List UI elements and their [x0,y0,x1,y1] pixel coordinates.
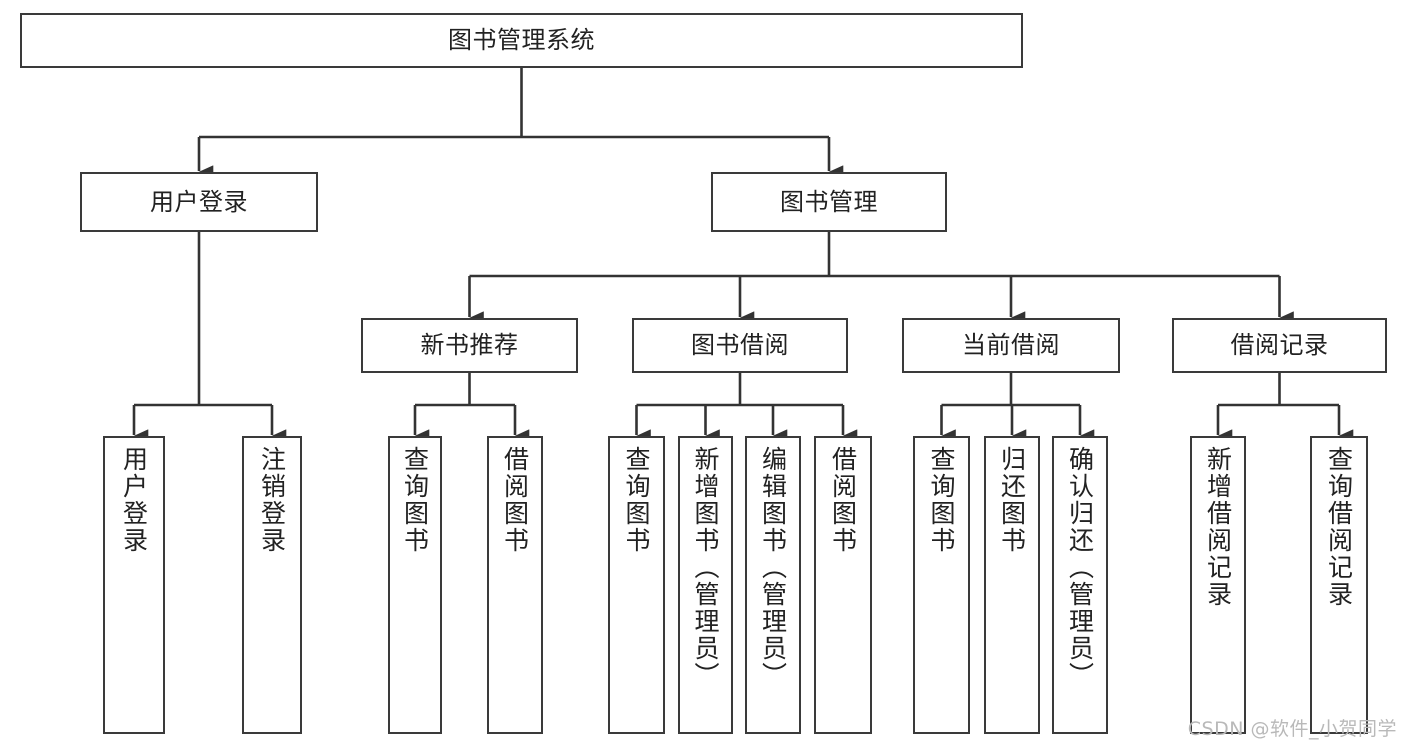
node-label: 查询图书 [400,446,430,554]
node-leaf-query-book-2[interactable]: 查询图书 [608,436,665,734]
csdn-watermark: CSDN @软件_小贺同学 [1187,718,1397,740]
node-leaf-query-book-1[interactable]: 查询图书 [388,436,442,734]
node-leaf-logout[interactable]: 注销登录 [242,436,302,734]
node-label: 查询图书 [927,446,956,554]
node-label: 用户登录 [119,446,149,554]
node-leaf-borrow-book-1[interactable]: 借阅图书 [487,436,543,734]
node-leaf-add-record[interactable]: 新增借阅记录 [1190,436,1246,734]
node-label: 新增图书（管理员） [691,446,720,689]
node-label: 注销登录 [257,446,287,554]
node-label: 图书借阅 [691,331,789,360]
node-leaf-return-book[interactable]: 归还图书 [984,436,1040,734]
node-leaf-borrow-book-2[interactable]: 借阅图书 [814,436,872,734]
node-root[interactable]: 图书管理系统 [20,13,1023,68]
node-label: 编辑图书（管理员） [758,446,788,689]
node-label: 新增借阅记录 [1203,446,1233,608]
node-label: 借阅图书 [828,446,858,554]
node-leaf-user-login[interactable]: 用户登录 [103,436,165,734]
node-leaf-add-book[interactable]: 新增图书（管理员） [678,436,733,734]
node-label: 用户登录 [150,187,248,216]
node-label: 图书管理系统 [448,26,595,55]
node-user-login[interactable]: 用户登录 [80,172,318,232]
node-leaf-confirm-return[interactable]: 确认归还（管理员） [1052,436,1108,734]
node-label: 查询借阅记录 [1324,446,1354,608]
node-label: 新书推荐 [420,331,519,360]
node-new-book-rec[interactable]: 新书推荐 [361,318,578,373]
node-leaf-query-record[interactable]: 查询借阅记录 [1310,436,1368,734]
node-label: 图书管理 [780,187,878,216]
node-leaf-query-book-3[interactable]: 查询图书 [913,436,970,734]
node-label: 确认归还（管理员） [1065,446,1095,689]
node-leaf-edit-book[interactable]: 编辑图书（管理员） [745,436,801,734]
node-current-borrow[interactable]: 当前借阅 [902,318,1120,373]
node-label: 查询图书 [622,446,651,554]
node-borrow-record[interactable]: 借阅记录 [1172,318,1387,373]
node-book-borrow[interactable]: 图书借阅 [632,318,848,373]
node-label: 借阅记录 [1230,331,1329,360]
node-label: 归还图书 [997,446,1027,554]
node-book-manage[interactable]: 图书管理 [711,172,947,232]
node-label: 当前借阅 [962,331,1060,360]
node-label: 借阅图书 [500,446,530,554]
